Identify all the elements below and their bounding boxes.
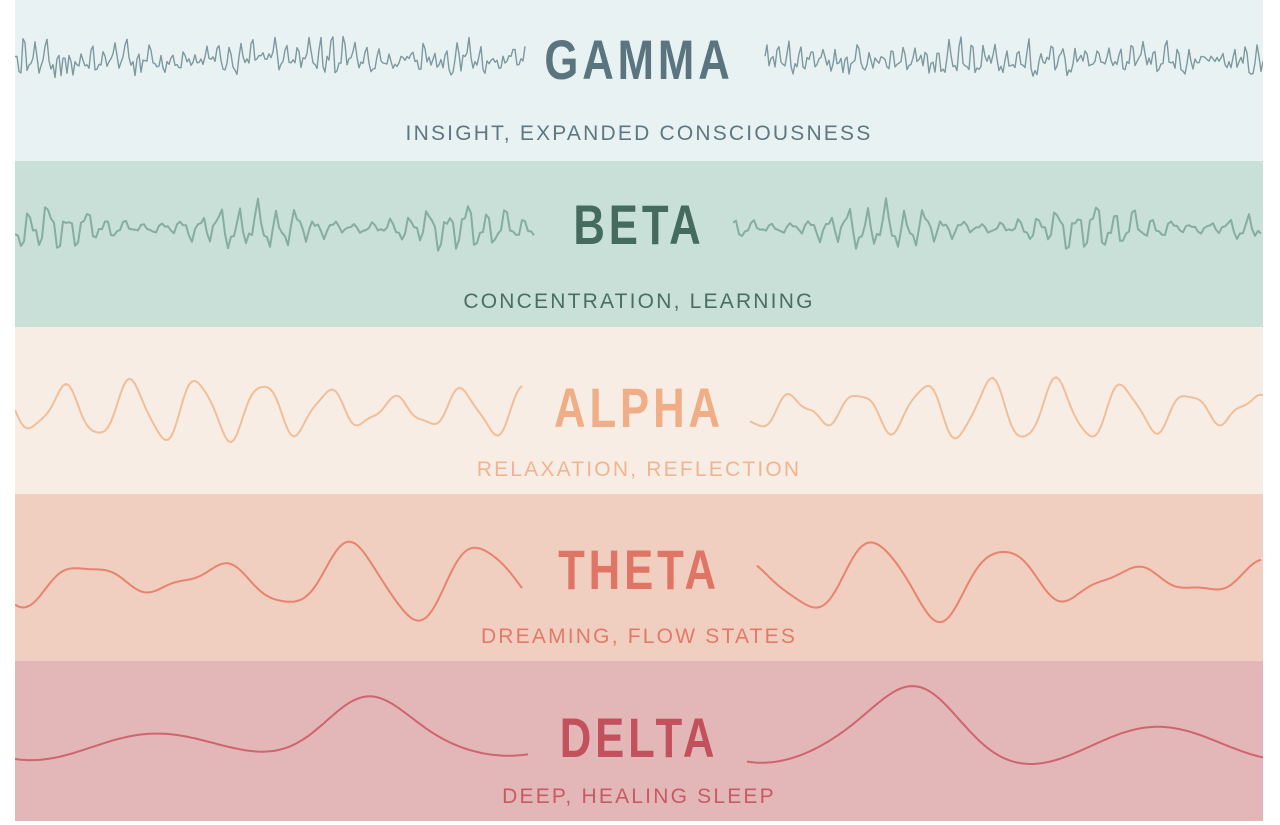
gamma-wave [15,35,1263,79]
alpha-wave [15,376,1263,444]
delta-wave-right [746,685,1263,765]
delta-band: DELTA DEEP, HEALING SLEEP [15,661,1263,821]
gamma-caption: INSIGHT, EXPANDED CONSCIOUSNESS [405,122,873,145]
theta-wave-right [756,541,1262,624]
delta-wave-left [15,695,529,762]
theta-wave-left [15,540,523,622]
beta-wave-left [15,197,535,252]
gamma-band: GAMMA INSIGHT, EXPANDED CONSCIOUSNESS [15,0,1263,161]
theta-band: THETA DREAMING, FLOW STATES [15,494,1263,661]
theta-caption: DREAMING, FLOW STATES [480,625,798,648]
alpha-band: ALPHA RELAXATION, REFLECTION [15,327,1263,494]
theta-title: THETA [558,538,720,601]
alpha-caption: RELAXATION, REFLECTION [476,458,802,481]
alpha-title: ALPHA [554,376,724,439]
beta-title: BETA [573,193,705,256]
alpha-wave-left [15,377,523,444]
delta-caption: DEEP, HEALING SLEEP [502,785,776,808]
beta-wave [15,197,1262,252]
beta-band: BETA CONCENTRATION, LEARNING [15,161,1263,327]
theta-wave [15,540,1262,624]
gamma-wave-right [764,36,1263,77]
alpha-wave-right [749,376,1263,440]
beta-caption: CONCENTRATION, LEARNING [463,290,815,313]
brainwave-bands: GAMMA INSIGHT, EXPANDED CONSCIOUSNESS BE… [15,0,1263,821]
gamma-wave-left [15,35,526,79]
beta-wave-right [732,197,1262,250]
gamma-title: GAMMA [544,28,734,91]
delta-wave [15,685,1263,765]
delta-title: DELTA [559,706,719,769]
